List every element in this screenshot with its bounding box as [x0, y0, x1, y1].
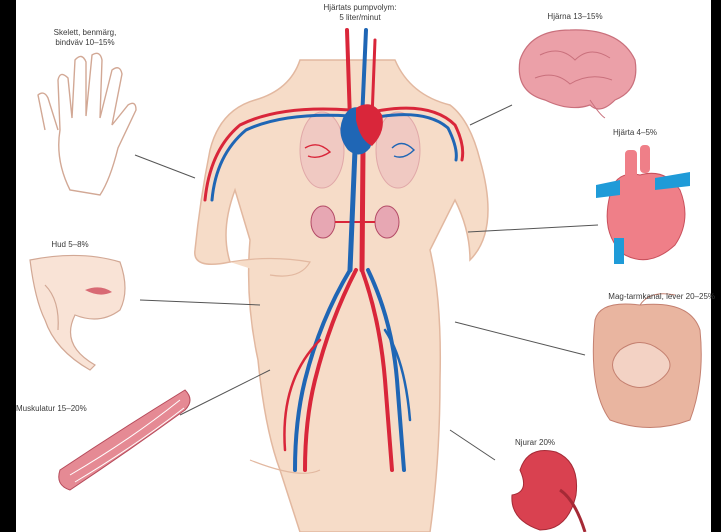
skin-label: Hud 5–8%: [30, 240, 110, 250]
gut-label: Mag-tarmkanal, lever 20–25%: [545, 292, 715, 302]
pump-volume-label: Hjärtats pumpvolym: 5 liter/minut: [300, 3, 420, 23]
intestines-illustration: [593, 294, 701, 428]
face-illustration: [30, 255, 125, 370]
heart-label: Hjärta 4–5%: [595, 128, 675, 138]
muscle-label: Muskulatur 15–20%: [16, 404, 126, 414]
skeleton-label: Skelett, benmärg, bindväv 10–15%: [30, 28, 140, 48]
brain-label: Hjärna 13–15%: [525, 12, 625, 22]
brain-illustration: [519, 30, 636, 118]
hand-illustration: [38, 53, 136, 195]
kidney-label: Njurar 20%: [495, 438, 575, 448]
heart-illustration: [596, 145, 690, 264]
kidney-illustration: [512, 450, 585, 532]
